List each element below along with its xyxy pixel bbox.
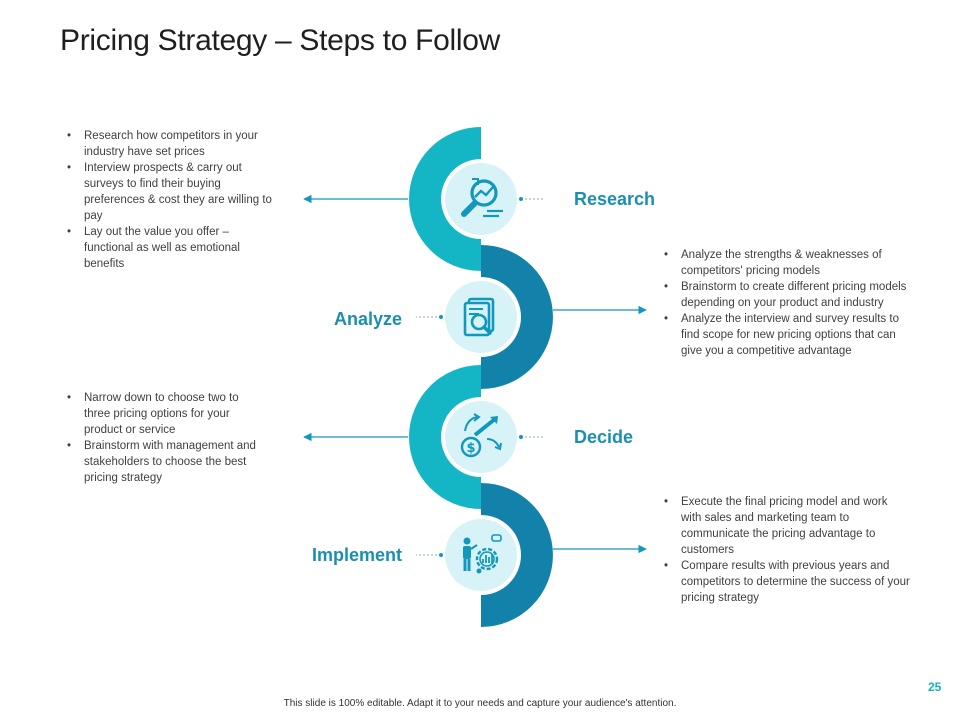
magnifier-chart-icon	[461, 178, 503, 218]
connector-decide-dot	[519, 435, 523, 439]
connector-research-dot	[519, 197, 523, 201]
bullet-item: Analyze the interview and survey results…	[660, 311, 912, 359]
page-number: 25	[928, 680, 942, 694]
presenter-chart-gear-icon	[463, 534, 502, 574]
bullet-item: Narrow down to choose two to three prici…	[63, 390, 268, 438]
bullet-item: Compare results with previous years and …	[660, 558, 910, 606]
dollar-growth-arrows-icon: $	[460, 413, 502, 458]
step-label-research: Research	[574, 189, 656, 209]
icon-circle-decide	[445, 401, 517, 473]
bullet-item: Execute the final pricing model and work…	[660, 494, 910, 558]
research-bullets: Research how competitors in your industr…	[63, 128, 275, 272]
footer-note: This slide is 100% editable. Adapt it to…	[283, 698, 677, 709]
document-search-icon	[463, 297, 495, 337]
step-label-implement: Implement	[311, 545, 402, 565]
bullet-item: Brainstorm with management and stakehold…	[63, 438, 268, 486]
page-title: Pricing Strategy – Steps to Follow	[60, 24, 501, 57]
bullet-item: Research how competitors in your industr…	[63, 128, 275, 160]
bullet-item: Interview prospects & carry out surveys …	[63, 160, 275, 224]
implement-bullets: Execute the final pricing model and work…	[660, 494, 910, 606]
bullet-item: Analyze the strengths & weaknesses of co…	[660, 247, 912, 279]
bullet-item: Brainstorm to create different pricing m…	[660, 279, 912, 311]
bullet-item: Lay out the value you offer – functional…	[63, 224, 275, 272]
arc-analyze	[481, 245, 553, 389]
step-label-analyze: Analyze	[333, 309, 402, 329]
decide-bullets: Narrow down to choose two to three prici…	[63, 390, 268, 486]
analyze-bullets: Analyze the strengths & weaknesses of co…	[660, 247, 912, 359]
svg-text:$: $	[466, 441, 475, 456]
step-label-decide: Decide	[574, 427, 634, 447]
connector-analyze-dot	[439, 315, 443, 319]
icon-circle-research	[445, 163, 517, 235]
connector-implement-dot	[439, 553, 443, 557]
arc-implement	[481, 483, 553, 627]
arc-research	[409, 127, 481, 271]
arc-decide	[409, 365, 481, 509]
